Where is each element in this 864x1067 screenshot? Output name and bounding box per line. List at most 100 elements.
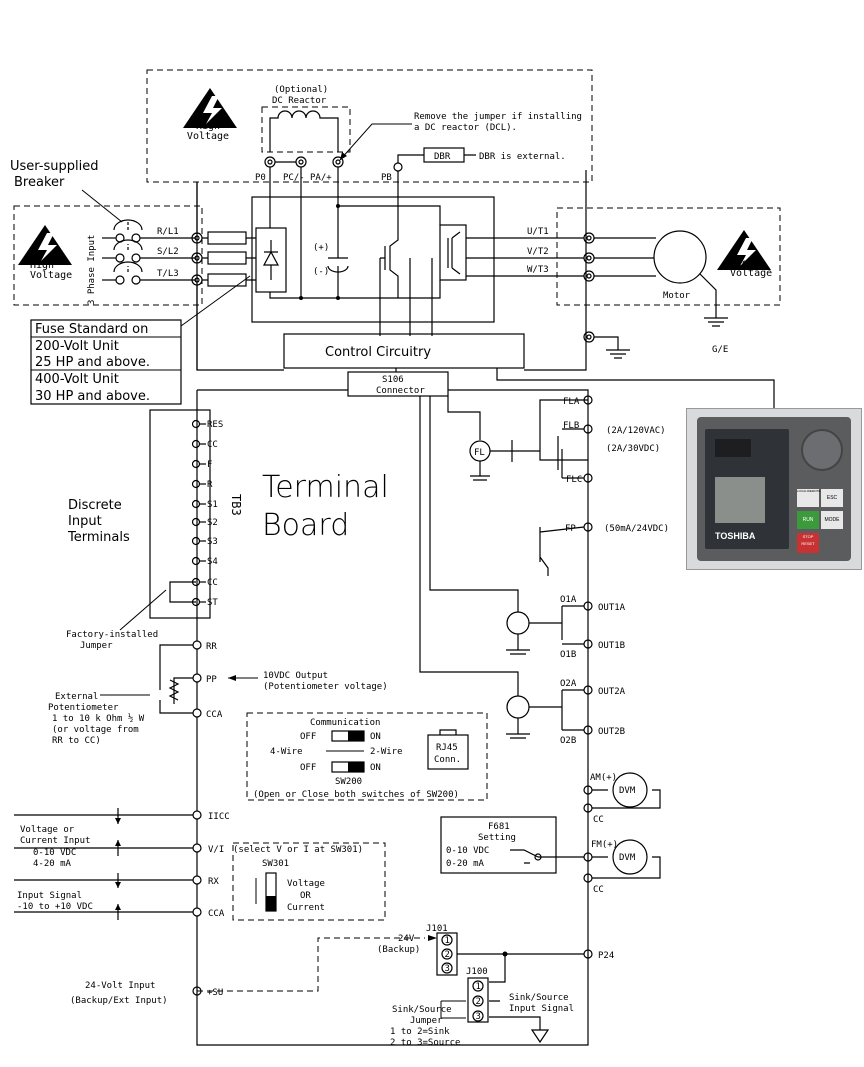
keypad-local-button[interactable]: LOCAL/REMOTE: [797, 489, 821, 507]
term-out1a: OUT1A: [598, 603, 626, 613]
j101-24v: 24V: [398, 934, 415, 944]
tb3-label-6: S3: [207, 537, 218, 547]
f681-selector: [510, 849, 584, 864]
f681-setting: Setting: [478, 833, 516, 843]
motor-wires: [594, 237, 656, 277]
input-t: T/L3: [157, 269, 179, 279]
su-backup-wire: [197, 937, 425, 992]
j100-signal-1: Sink/Source: [509, 993, 569, 1003]
su-label-2: (Backup/Ext Input): [70, 996, 168, 1006]
j100-pins-pin-2: [472, 995, 484, 1007]
j100-pins-pin-label-3: 3: [476, 1012, 481, 1022]
fm-dvm: [612, 839, 648, 875]
j100-pins-pin-3: [472, 1010, 484, 1022]
term-pc: PC/-: [283, 173, 305, 183]
comm-region: [246, 712, 488, 801]
fm-cc: CC: [593, 885, 604, 895]
j100-bracket: [440, 1000, 466, 1019]
pot-3: 1 to 10 k Ohm ½ W: [52, 713, 145, 724]
j100-signal-2: Input Signal: [509, 1004, 574, 1014]
fl-contacts: [561, 428, 584, 479]
cap-plus: (+): [313, 243, 329, 253]
rj45-box: [427, 734, 469, 770]
relay-rating-2: (2A/30VDC): [606, 444, 660, 454]
pp-note-2: (Potentiometer voltage): [263, 682, 388, 692]
dbr-wire: [397, 154, 476, 163]
tb3-terminal-cc-1: [191, 439, 201, 449]
relay-wiring: [419, 396, 588, 696]
keypad-esc-button[interactable]: ESC: [821, 489, 843, 507]
tb3-terminal-s2-5: [191, 517, 201, 527]
drive-ground: [594, 336, 630, 359]
am-dvm-label: DVM: [619, 786, 636, 796]
tb3-terminal-s4-7: [191, 556, 201, 566]
tb3-terminal-s1-4: [191, 499, 201, 509]
term-flc: FLC: [566, 475, 582, 485]
cap-minus: (-): [313, 267, 329, 277]
input-terminals: [191, 231, 256, 287]
hv-output-region: [556, 207, 781, 306]
dc-bus-wires: [269, 167, 441, 299]
tb3-label-4: S1: [207, 500, 218, 510]
terminal-board-frame: [196, 389, 589, 1046]
fuse-note-2: 25 HP and above.: [35, 355, 150, 370]
dc-capacitor: [327, 257, 349, 273]
out1-wiring: [506, 605, 584, 655]
tb3-box: [149, 409, 211, 619]
breaker-label-1: User-supplied: [10, 159, 98, 174]
motor-circle: [653, 230, 707, 284]
hv-icon-input: [18, 225, 72, 265]
j100-box: [467, 977, 489, 1023]
control-circuitry-box: [283, 333, 525, 369]
keypad-mode-button[interactable]: MODE: [821, 511, 843, 529]
reactor-box: [261, 106, 351, 153]
fuse-note-4: 30 HP and above.: [35, 389, 150, 404]
tb3-label-2: F: [207, 460, 212, 470]
fm-label: FM(+): [591, 840, 618, 850]
am-dvm: [612, 772, 648, 808]
term-cca: CCA: [206, 710, 223, 720]
j101-pins: 123: [441, 934, 453, 974]
comm-title: Communication: [310, 718, 380, 728]
breaker-label-2: Breaker: [14, 175, 65, 190]
keypad-dial[interactable]: [801, 429, 843, 471]
connector-label: Connector: [376, 386, 425, 396]
j101-pins-pin-label-2: 2: [445, 950, 450, 960]
o1a: O1A: [560, 595, 577, 605]
fuse-note-dividers: [31, 336, 181, 371]
hv-icon-output: [717, 230, 771, 270]
tb3-label: TB3: [229, 494, 243, 516]
keypad-stop-button[interactable]: STOP RESET: [797, 533, 819, 553]
analog-terminals: [159, 640, 202, 718]
sw301-current: Current: [287, 903, 325, 913]
term-p0: P0: [255, 173, 266, 183]
tb3-label-5: S2: [207, 518, 218, 528]
discrete-2: Input: [68, 514, 102, 529]
pot-2: Potentiometer: [48, 703, 119, 713]
tb3-terminal-f-2: [191, 459, 201, 469]
inverter-gate-wires: [409, 258, 433, 336]
tb3-label-8: CC: [207, 578, 218, 588]
term-cca2: CCA: [208, 909, 225, 919]
am-cc: CC: [593, 815, 604, 825]
keypad-reset-label: RESET: [801, 541, 815, 546]
term-out1b: OUT1B: [598, 641, 625, 651]
j100-pins: 123: [472, 980, 484, 1022]
j100-name: J100: [466, 967, 488, 977]
term-su: +SU: [207, 988, 223, 998]
sig-label-2: -10 to +10 VDC: [17, 902, 93, 912]
keypad-led: [715, 439, 751, 457]
tb3-label-3: R: [207, 480, 213, 490]
comm-sw200: SW200: [335, 777, 362, 787]
term-fp: FP: [565, 524, 576, 534]
j100-note-2: 2 to 3=Source: [390, 1038, 460, 1048]
power-module-box: [251, 196, 495, 323]
tb3-terminal-r-3: [191, 479, 201, 489]
pot-1: External: [55, 692, 98, 702]
out-v: V/T2: [527, 247, 549, 257]
sw301-name: SW301: [262, 859, 289, 869]
pot-5: RR to CC): [52, 736, 101, 746]
keypad-run-button[interactable]: RUN: [797, 511, 819, 529]
fuse-note-arrow: [180, 275, 251, 327]
